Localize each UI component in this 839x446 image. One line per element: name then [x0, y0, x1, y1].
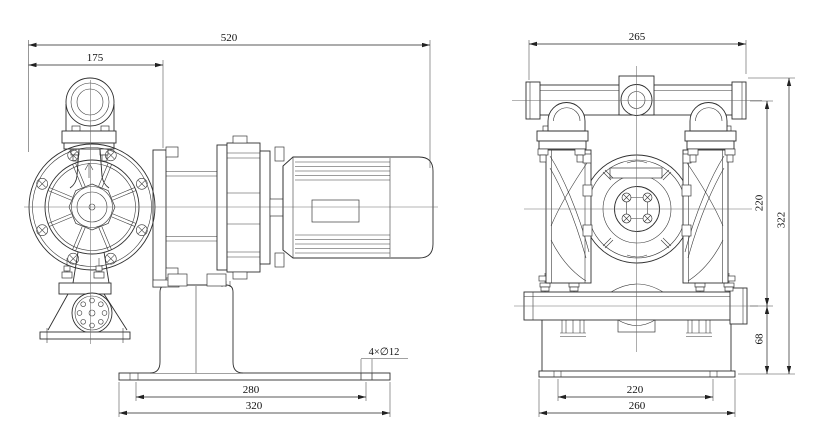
- motor-fins: [295, 161, 390, 254]
- bottom-port-front: [610, 283, 664, 293]
- dim-base-width: 260: [629, 400, 646, 412]
- drive-bracket: [152, 135, 285, 288]
- base-plate-side: [118, 372, 391, 381]
- bottom-manifold: [523, 287, 748, 333]
- pedestal: [149, 281, 244, 374]
- motor: [282, 156, 434, 259]
- dim-total-length: 520: [221, 32, 238, 44]
- clamp-column-left: [545, 149, 593, 284]
- clamp-column-right: [681, 149, 729, 284]
- front-view: 265 220 68 322 220 260: [512, 31, 795, 417]
- dim-center-height: 220: [754, 194, 766, 211]
- dim-total-height: 322: [776, 212, 788, 229]
- motor-nameplate: [311, 199, 360, 223]
- dimensions-front: 265 220 68 322 220 260: [528, 31, 795, 417]
- dim-bolt-hole-note: 4×∅12: [369, 347, 400, 358]
- support-feet: [560, 310, 712, 337]
- side-view: 520 175 280 320 4×∅12: [24, 32, 438, 417]
- base-plate-front: [538, 370, 736, 378]
- flow-arrow-icon: [84, 162, 94, 178]
- elbow-flange-right: [684, 125, 737, 163]
- elbow-domes: [547, 102, 728, 132]
- pump-foot-plate: [39, 331, 131, 340]
- bottom-discharge: [39, 251, 131, 343]
- dim-hole-spacing-front: 220: [627, 384, 644, 396]
- dim-base-length: 320: [246, 400, 263, 412]
- stand-front: [538, 320, 736, 378]
- dim-base-height: 68: [754, 333, 766, 345]
- dim-port-offset: 175: [87, 52, 104, 64]
- dim-total-width: 265: [629, 31, 646, 43]
- pump-head: [28, 77, 156, 343]
- housing-bolts: [621, 192, 653, 224]
- dim-hole-spacing-side: 280: [243, 384, 260, 396]
- rim-bolts: [36, 149, 148, 265]
- dimensions-side: 520 175 280 320 4×∅12: [28, 32, 431, 417]
- centerlines-front: [512, 66, 762, 352]
- centerlines-side: [24, 80, 438, 344]
